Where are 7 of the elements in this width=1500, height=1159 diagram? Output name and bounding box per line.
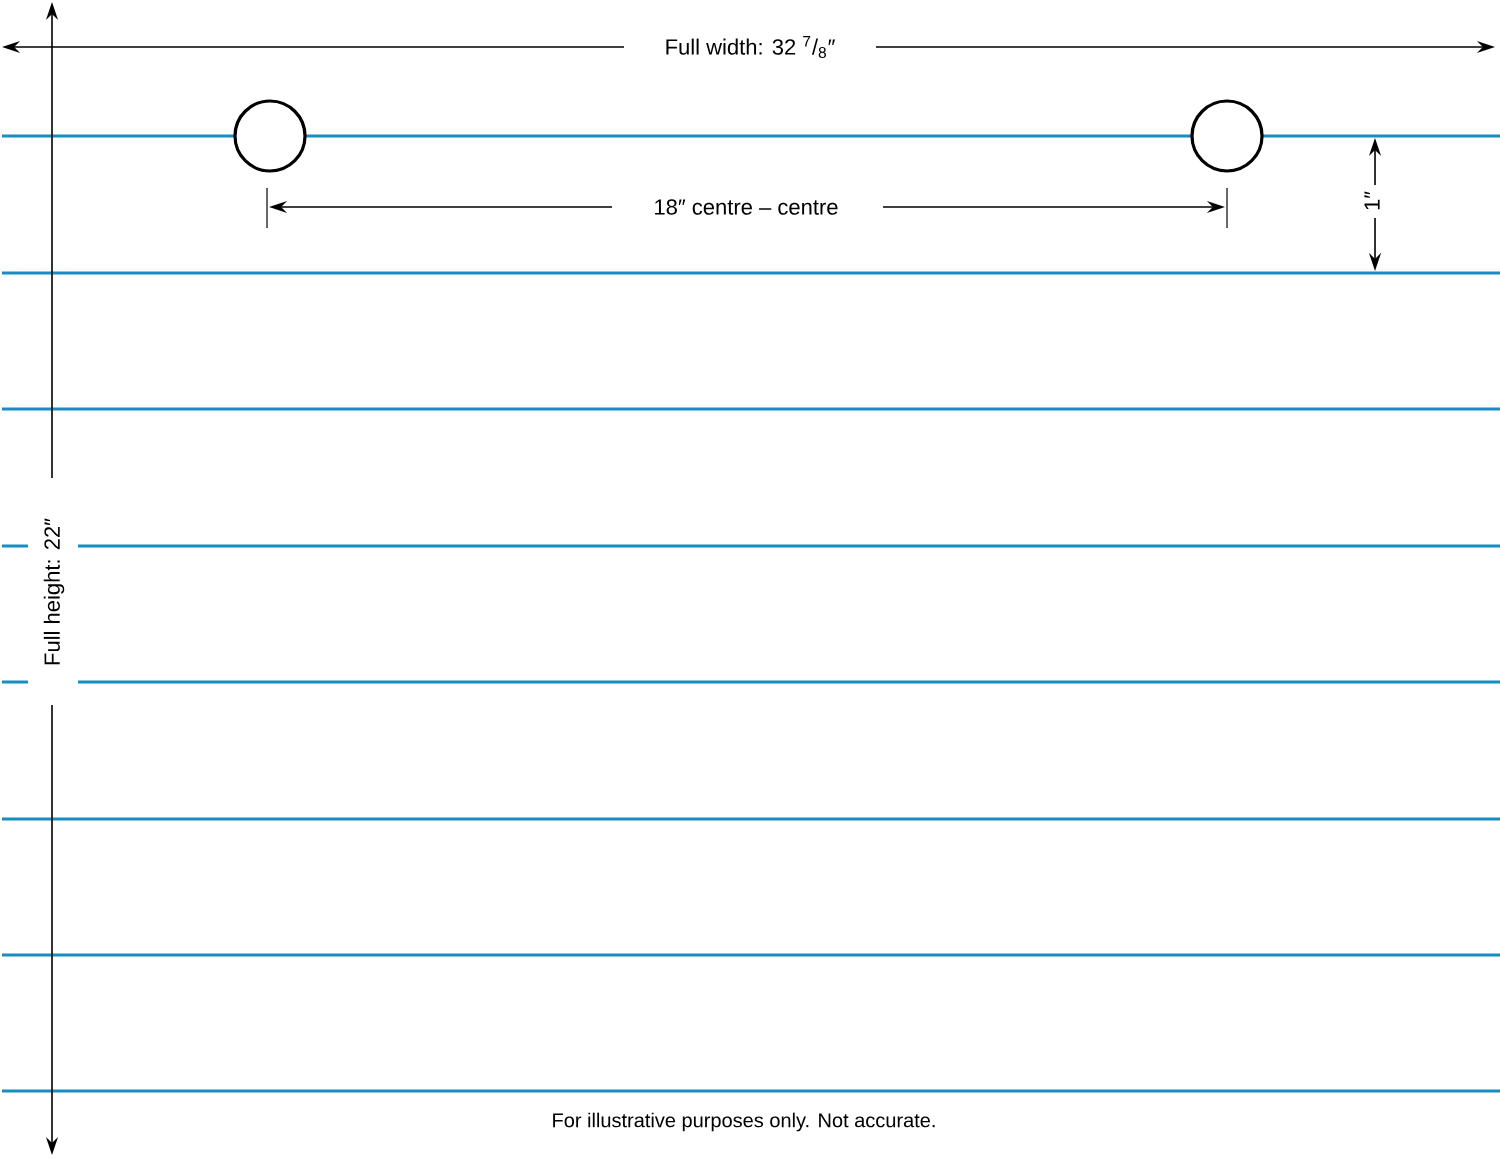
- dimension-label: Full width: 32 $^{7}$/$_{8}$″: [666, 36, 835, 58]
- dimension-label: 18″ centre – centre: [655, 199, 838, 215]
- hole-circle: [1190, 99, 1264, 173]
- dimension-label: 1″: [1364, 191, 1380, 210]
- dimension-label: Full height: 22″: [43, 518, 65, 665]
- hole-circle: [233, 99, 307, 173]
- note-text: For illustrative purposes only. Not accurate.: [553, 1112, 935, 1132]
